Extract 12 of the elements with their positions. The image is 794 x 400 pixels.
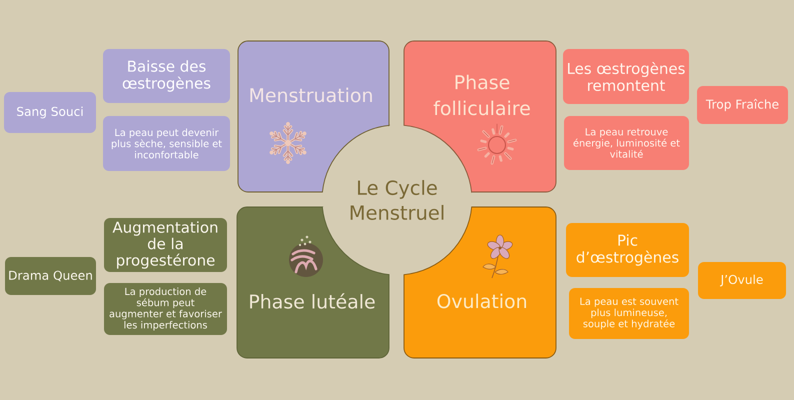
tag-box: Trop Fraîche	[697, 86, 788, 124]
text-box: La peau retrouve énergie, luminosité et vitalité	[564, 116, 689, 170]
text-box: Baisse des œstrogènes	[103, 49, 230, 103]
text-box: La peau peut devenir plus sèche, sensible et inconfortable	[103, 116, 230, 171]
text-box: La production de sébum peut augmenter et favoriser les imperfections	[104, 283, 227, 335]
tag-box: Drama Queen	[5, 257, 96, 295]
text-box: Les œstrogènes remontent	[563, 49, 689, 104]
text-box: Pic d’œstrogènes	[566, 223, 689, 277]
tag-box: J’Ovule	[698, 262, 786, 299]
text-box: Augmentation de la progestérone	[104, 218, 227, 272]
tag-box: Sang Souci	[4, 92, 96, 133]
text-box: La peau est souvent plus lumineuse, souple et hydratée	[569, 288, 689, 339]
